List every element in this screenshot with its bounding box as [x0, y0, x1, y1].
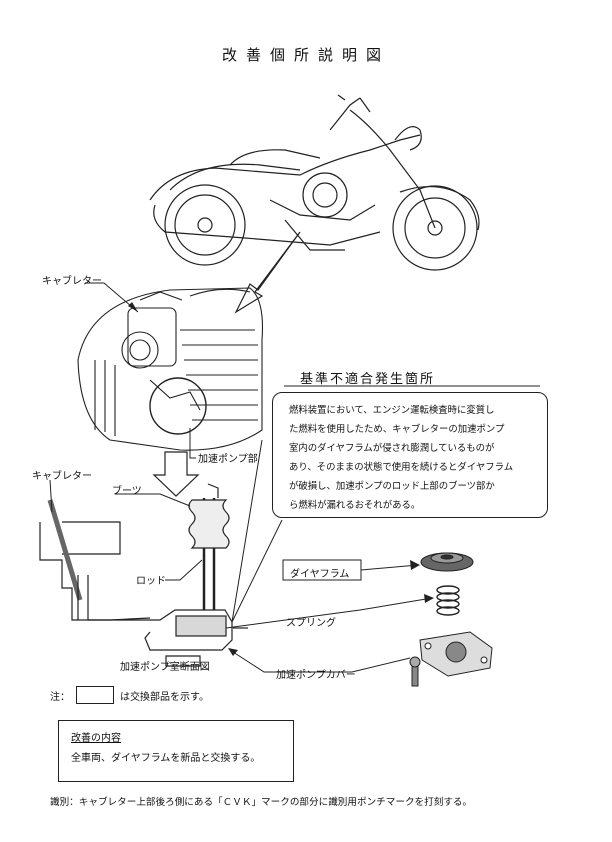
leader-spring — [225, 597, 433, 629]
label-spring: スプリング — [286, 618, 336, 629]
callout-line: 燃料装置において、エンジン運転検査時に変質し — [289, 405, 495, 416]
identification-note: 識別：キャブレター上部後ろ側にある「ＣＶＫ」マークの部分に識別用ポンチマークを打… — [50, 797, 473, 808]
leader-carb-top — [85, 282, 139, 313]
leader-boots — [115, 493, 191, 507]
label-carburetor-section: キャブレター — [32, 471, 92, 482]
label-accel-pump-part: 加速ポンプ部 — [198, 454, 258, 465]
leader-accel-pump — [189, 428, 196, 459]
improvement-heading: 改善の内容 — [71, 733, 121, 744]
callout-line: あり、そのままの状態で使用を続けるとダイヤフラム — [289, 462, 514, 473]
diaphragm-part — [420, 552, 474, 572]
spring-part — [436, 585, 460, 616]
down-arrow — [152, 451, 200, 497]
callout-title: 基準不適合発生箇所 — [300, 372, 436, 387]
note-legend: 注： は交換部品を示す。 — [50, 686, 209, 704]
label-diaphragm: ダイヤフラム — [290, 569, 350, 580]
callout-line: 室内のダイヤフラムが侵され膨潤しているものが — [289, 443, 495, 454]
callout-box: 燃料装置において、エンジン運転検査時に変質し た燃料を使用したため、キャブレター… — [272, 392, 548, 518]
label-carburetor-top: キャブレター — [42, 276, 102, 287]
motorcycle-illustration — [149, 94, 480, 271]
leader-carb-section — [49, 479, 53, 513]
legend-swatch — [76, 686, 114, 704]
note-prefix: 注： — [50, 691, 70, 703]
label-section-caption: 加速ポンプ室断面図 — [120, 662, 210, 673]
label-boots: ブーツ — [112, 486, 142, 497]
improvement-body: 全車両、ダイヤフラムを新品と交換する。 — [71, 753, 261, 764]
pointer-arrow-top — [234, 231, 301, 314]
callout-line: が破損し、加速ポンプのロッド上部のブーツ部か — [289, 481, 495, 492]
label-rod: ロッド — [136, 576, 166, 587]
leader-rod — [165, 559, 203, 581]
pump-section-illustration — [39, 483, 248, 667]
callout-line: た燃料を使用したため、キャブレターの加速ポンプ — [289, 424, 505, 435]
pump-cover-part — [409, 631, 493, 687]
label-pump-cover: 加速ポンプカバー — [276, 670, 356, 681]
callout-line: ら燃料が漏れるおそれがある。 — [289, 500, 421, 511]
leader-pump-cover — [229, 649, 411, 673]
improvement-box: 改善の内容 全車両、ダイヤフラムを新品と交換する。 — [58, 720, 294, 782]
callout-pointer — [231, 439, 283, 623]
page-title: 改善個所説明図 — [221, 46, 390, 64]
note-suffix: は交換部品を示す。 — [120, 691, 209, 703]
engine-closeup-illustration — [77, 287, 264, 451]
